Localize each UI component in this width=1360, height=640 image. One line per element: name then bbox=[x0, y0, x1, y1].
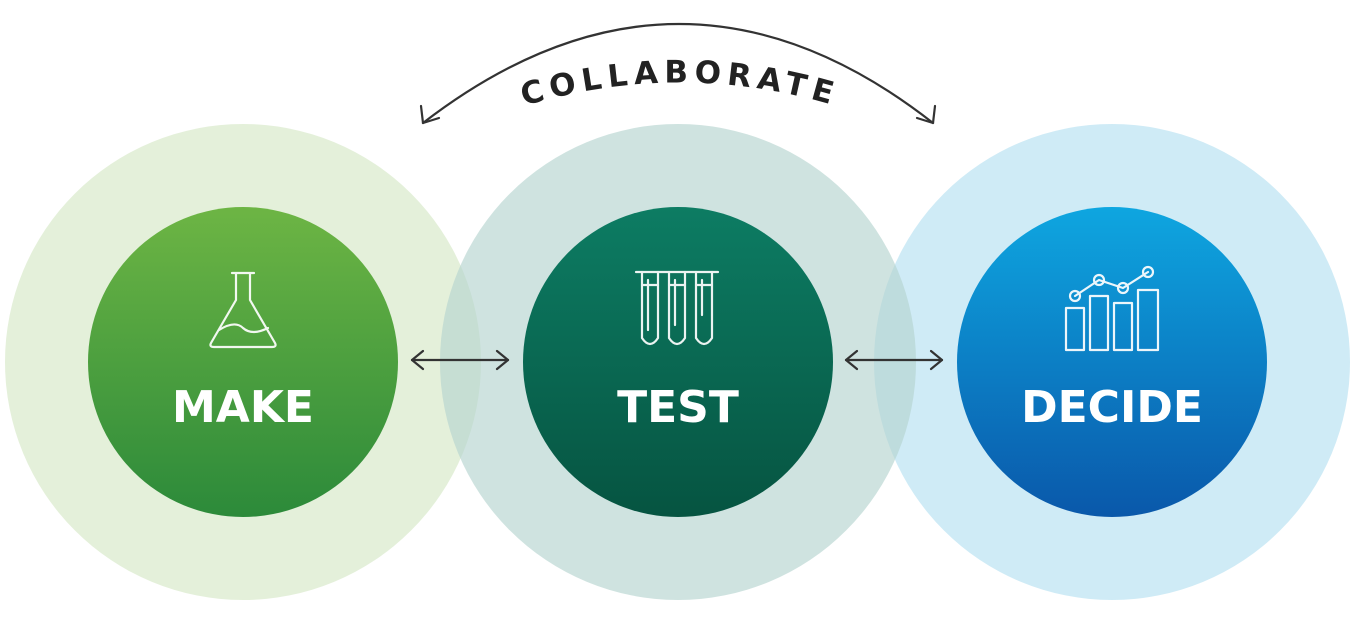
test-tubes-icon bbox=[634, 270, 720, 346]
collaborate-label: COLLABORATE bbox=[517, 54, 844, 113]
make-label: MAKE bbox=[172, 382, 314, 433]
decide-circle bbox=[957, 207, 1267, 517]
make-test-connector bbox=[410, 349, 510, 371]
flask-icon bbox=[209, 271, 277, 349]
test-circle bbox=[523, 207, 833, 517]
test-label: TEST bbox=[617, 382, 739, 433]
bar-chart-icon bbox=[1064, 265, 1160, 352]
make-circle bbox=[88, 207, 398, 517]
collaborate-arc bbox=[419, 23, 937, 125]
test-decide-connector bbox=[844, 349, 944, 371]
decide-label: DECIDE bbox=[1021, 382, 1203, 433]
